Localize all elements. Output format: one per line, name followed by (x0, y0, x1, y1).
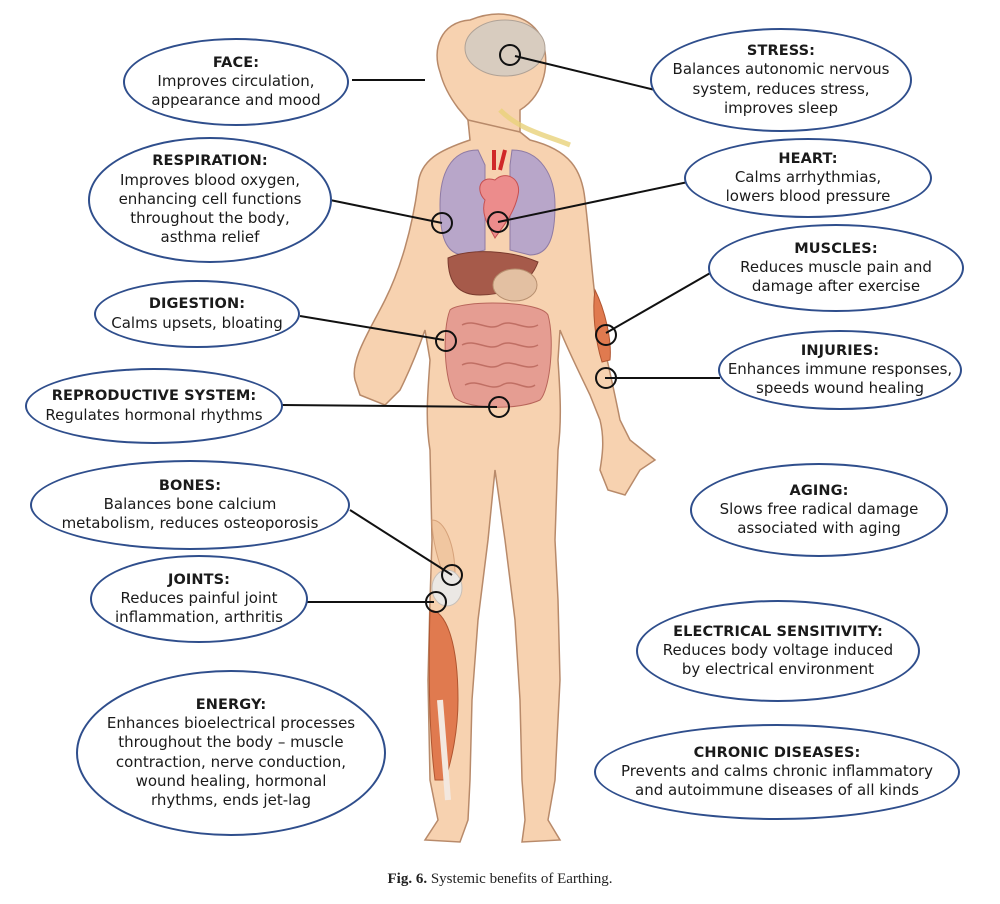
organ-markers (425, 44, 617, 613)
callout-face-text: Improves circulation, appearance and moo… (151, 72, 321, 110)
muscle-marker (595, 324, 617, 346)
callout-stress: STRESS: Balances autonomic nervous syste… (650, 28, 912, 132)
callout-respiration-title: RESPIRATION: (152, 153, 268, 170)
injury-marker (595, 367, 617, 389)
callout-aging-title: AGING: (789, 482, 849, 499)
callout-joints-title: JOINTS: (167, 571, 231, 588)
callout-muscles-title: MUSCLES: (794, 240, 878, 257)
callout-bones: BONES: Balances bone calcium metabolism,… (30, 460, 350, 550)
callout-reproductive-title: REPRODUCTIVE SYSTEM: (51, 388, 257, 405)
callout-electrical-title: ELECTRICAL SENSITIVITY: (673, 623, 883, 640)
callout-energy-text: Enhances bioelectrical processes through… (106, 714, 356, 810)
callout-aging-text: Slows free radical damage associated wit… (719, 500, 919, 538)
callout-face: FACE: Improves circulation, appearance a… (123, 38, 349, 126)
callout-energy: ENERGY: Enhances bioelectrical processes… (76, 670, 386, 836)
callout-stress-title: STRESS: (746, 42, 816, 59)
callout-digestion-title: DIGESTION: (148, 296, 246, 313)
nerves-icon (498, 108, 571, 148)
callout-heart-text: Calms arrhythmias, lowers blood pressure (725, 168, 891, 206)
callout-reproductive: REPRODUCTIVE SYSTEM: Regulates hormonal … (25, 368, 283, 444)
callout-electrical: ELECTRICAL SENSITIVITY: Reduces body vol… (636, 600, 920, 702)
callout-digestion-text: Calms upsets, bloating (111, 313, 283, 332)
callout-bones-title: BONES: (158, 477, 222, 494)
callout-respiration-text: Improves blood oxygen, enhancing cell fu… (118, 170, 302, 247)
calf-muscle-icon (428, 609, 459, 781)
body-silhouette (353, 13, 657, 843)
callout-heart-title: HEART: (778, 150, 838, 167)
callout-respiration: RESPIRATION: Improves blood oxygen, enha… (88, 137, 332, 263)
heart-marker (487, 211, 509, 233)
callout-stress-text: Balances autonomic nervous system, reduc… (672, 60, 890, 117)
callout-aging: AGING: Slows free radical damage associa… (690, 463, 948, 557)
callout-injuries: INJURIES: Enhances immune responses, spe… (718, 330, 962, 410)
reproductive-marker (488, 396, 510, 418)
stomach-icon (492, 268, 538, 302)
brain-icon (464, 19, 546, 77)
figure-caption-text: Systemic benefits of Earthing. (430, 871, 613, 887)
callout-joints: JOINTS: Reduces painful joint inflammati… (90, 555, 308, 643)
leader-lines (281, 55, 720, 603)
callout-digestion: DIGESTION: Calms upsets, bloating (94, 280, 300, 348)
callout-face-title: FACE: (212, 54, 260, 71)
callout-reproductive-text: Regulates hormonal rhythms (45, 405, 263, 424)
aorta-icon (492, 149, 507, 171)
body-illustration (281, 13, 720, 843)
callout-electrical-text: Reduces body voltage induced by electric… (662, 641, 894, 679)
intestines-folds-icon (461, 322, 539, 388)
brain-marker (499, 44, 521, 66)
callout-injuries-text: Enhances immune responses, speeds wound … (727, 360, 953, 398)
bone-marker (441, 564, 463, 586)
figure-caption-label: Fig. 6. (387, 871, 428, 887)
digestion-marker (435, 330, 457, 352)
callout-joints-text: Reduces painful joint inflammation, arth… (115, 589, 283, 627)
callout-bones-text: Balances bone calcium metabolism, reduce… (61, 495, 319, 533)
callout-injuries-title: INJURIES: (800, 342, 880, 359)
callout-chronic: CHRONIC DISEASES: Prevents and calms chr… (594, 724, 960, 820)
lungs-marker (431, 212, 453, 234)
callout-heart: HEART: Calms arrhythmias, lowers blood p… (684, 138, 932, 218)
callout-chronic-text: Prevents and calms chronic inflammatory … (620, 762, 933, 800)
callout-chronic-title: CHRONIC DISEASES: (693, 744, 861, 761)
callout-muscles: MUSCLES: Reduces muscle pain and damage … (708, 224, 964, 312)
shin-tendon-icon (437, 699, 451, 801)
figure-caption: Fig. 6. Systemic benefits of Earthing. (0, 871, 1000, 888)
lung-right-icon (509, 149, 556, 256)
callout-muscles-text: Reduces muscle pain and damage after exe… (740, 258, 932, 296)
knee-icon (431, 569, 463, 607)
intestines-icon (444, 302, 552, 408)
joint-marker (425, 591, 447, 613)
callout-energy-title: ENERGY: (195, 696, 267, 713)
